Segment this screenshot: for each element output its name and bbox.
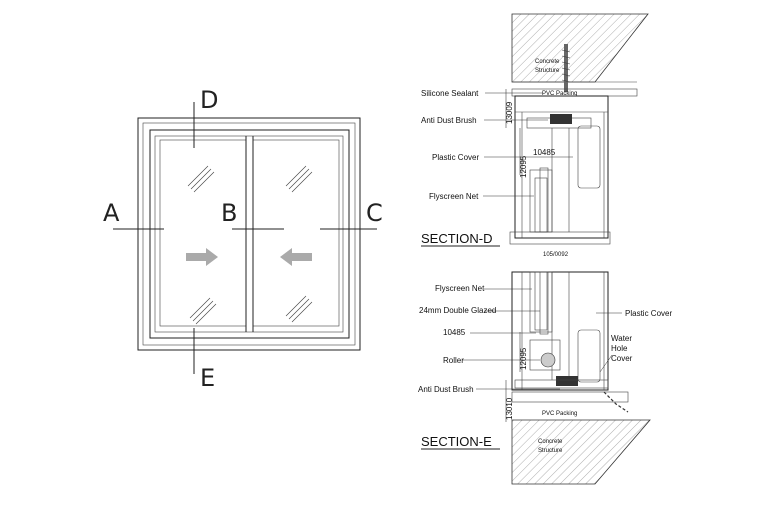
callout-flyscreen-net-d: Flyscreen Net <box>429 192 479 201</box>
left-sash <box>159 139 247 327</box>
callout-silicone-sealant: Silicone Sealant <box>421 89 479 98</box>
section-label-c: C <box>366 199 383 227</box>
callout-flyscreen-net-e: Flyscreen Net <box>435 284 485 293</box>
section-d-detail: Concrete Structure PVC Packing 13009 120… <box>421 13 649 258</box>
outer-frame <box>137 117 361 351</box>
drain-path <box>603 391 629 413</box>
dim-inner-d: 12095 <box>519 155 528 178</box>
dim-inner-e: 12095 <box>519 347 528 370</box>
arrow-right-icon <box>186 248 218 266</box>
section-d-title: SECTION-D <box>421 231 493 246</box>
concrete-block-bottom <box>511 419 651 485</box>
section-e-detail: PVC Packing Concrete Structure 13010 120… <box>418 271 672 485</box>
concrete-label-e2: Structure <box>538 448 563 454</box>
concrete-label-1: Concrete <box>535 59 560 65</box>
sill-d <box>509 231 611 245</box>
section-label-d: D <box>200 86 218 114</box>
bottom-code-d: 105/0092 <box>543 252 569 258</box>
section-label-a: A <box>103 199 120 227</box>
callout-roller: Roller <box>443 356 464 365</box>
concrete-label-e1: Concrete <box>538 439 563 445</box>
window-elevation: A B C D E <box>103 86 383 392</box>
concrete-block-top <box>511 13 649 83</box>
glass-marks <box>187 165 313 325</box>
dust-brush-e <box>556 376 578 386</box>
frame-profile-e <box>511 271 609 391</box>
section-label-b: B <box>221 199 237 227</box>
pvc-packing-d: PVC Packing <box>542 91 577 97</box>
callout-plastic-cover-d: Plastic Cover <box>432 153 479 162</box>
callout-water-1: Water <box>611 334 632 343</box>
callout-anti-dust-brush-d: Anti Dust Brush <box>421 116 477 125</box>
anchor-screw <box>564 44 568 92</box>
roller-wheel <box>540 352 556 368</box>
pvc-packing-e: PVC Packing <box>542 411 577 417</box>
concrete-label-2: Structure <box>535 68 560 74</box>
profile-code-d: 10485 <box>533 148 556 157</box>
section-e-title: SECTION-E <box>421 434 492 449</box>
frame-profile-d <box>514 95 609 239</box>
section-label-e: E <box>200 364 215 392</box>
callout-double-glazed: 24mm Double Glazed <box>419 306 496 315</box>
plastic-cover-d <box>577 125 601 189</box>
dim-total-d: 13009 <box>505 101 514 124</box>
inner-frame <box>149 129 350 339</box>
callout-plastic-cover-e: Plastic Cover <box>625 309 672 318</box>
callout-profile-e: 10485 <box>443 328 466 337</box>
arrow-left-icon <box>280 248 312 266</box>
section-cut-lines <box>113 102 377 374</box>
callout-water-2: Hole <box>611 344 628 353</box>
callout-anti-dust-brush-e: Anti Dust Brush <box>418 385 474 394</box>
dim-total-e: 13010 <box>505 397 514 420</box>
plastic-cover-e <box>577 329 601 383</box>
dust-brush-d <box>550 114 572 124</box>
callout-water-3: Cover <box>611 354 633 363</box>
right-sash <box>252 139 340 327</box>
